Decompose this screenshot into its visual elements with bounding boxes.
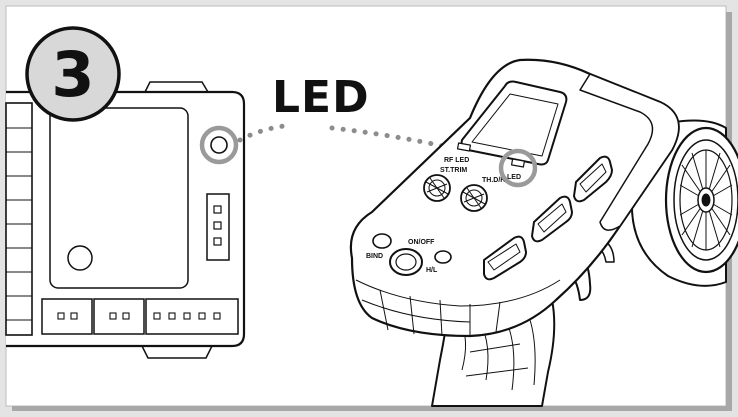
connector-2pin-a — [41, 298, 93, 335]
on-off-label: ON/OFF — [408, 239, 435, 246]
transmitter-side-rim — [579, 73, 680, 231]
receiver — [5, 81, 246, 359]
th-dr-knob — [460, 184, 488, 212]
step-number: 3 — [51, 38, 94, 111]
step-badge: 3 — [25, 26, 121, 122]
bind-button — [372, 233, 392, 249]
hl-label: H/L — [426, 267, 438, 274]
transmitter-led-highlight — [498, 148, 538, 188]
receiver-led-highlight — [199, 125, 239, 165]
rf-led-indicator — [456, 142, 472, 152]
transmitter-led-label: LED — [507, 174, 521, 181]
connector-pins — [57, 312, 221, 320]
side-connector-pin — [213, 237, 222, 246]
panel-shadow-bottom — [12, 406, 732, 411]
receiver-fin-block — [5, 102, 33, 336]
lcd-screen-inner — [471, 93, 559, 157]
receiver-bottom-tab — [141, 345, 213, 359]
connector-2pin-b — [93, 298, 145, 335]
side-connector-pin — [213, 221, 222, 230]
st-trim-knob — [423, 174, 451, 202]
receiver-side-connector — [206, 193, 230, 261]
leader-line-transmitter — [329, 125, 503, 163]
st-trim-label: ST.TRIM — [440, 167, 467, 174]
th-dr-label: TH.D/R — [482, 177, 505, 184]
transmitter-led — [510, 158, 526, 168]
receiver-top-tab — [144, 81, 209, 93]
receiver-fins — [6, 127, 32, 321]
side-buttons — [483, 155, 613, 281]
receiver-bottom-connectors — [41, 298, 239, 335]
side-connector-pin — [213, 205, 222, 214]
power-button — [389, 248, 423, 276]
connector-5pin — [145, 298, 239, 335]
receiver-label-area — [49, 107, 189, 289]
led-callout-label: LED — [272, 72, 370, 123]
transmitter: RF LED LED ST.TRIM TH.D/R — [349, 58, 738, 407]
step-badge-circle — [25, 26, 121, 122]
rf-led-label: RF LED — [444, 157, 469, 164]
receiver-led — [210, 136, 228, 154]
body-contour-lines — [355, 279, 561, 337]
receiver-body — [6, 90, 246, 348]
hl-button — [434, 250, 452, 264]
bind-label: BIND — [366, 253, 383, 260]
receiver-bind-button — [67, 245, 93, 271]
